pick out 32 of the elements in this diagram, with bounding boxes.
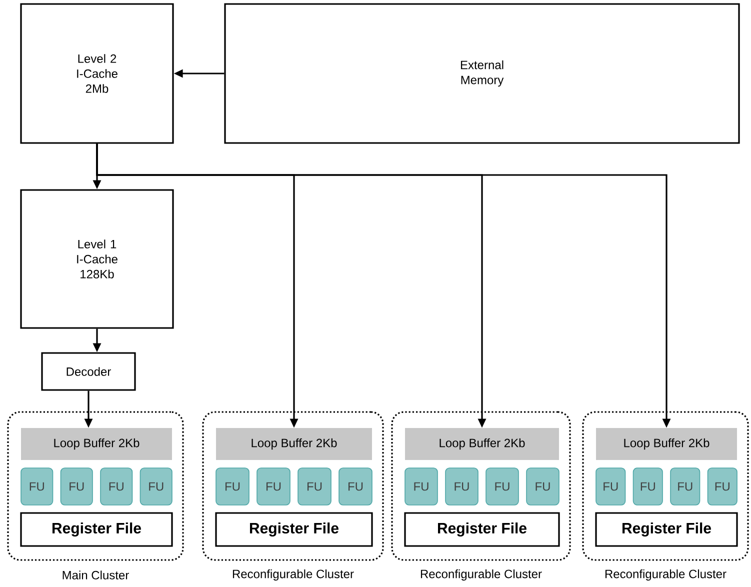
functional-unit: FU <box>632 468 663 506</box>
functional-unit: FU <box>445 468 478 506</box>
functional-unit: FU <box>298 468 332 506</box>
cluster-label: Main Cluster <box>62 570 129 580</box>
register-file: Register File <box>20 512 173 547</box>
functional-unit: FU <box>404 468 438 506</box>
register-file: Register File <box>404 512 560 547</box>
block-box: Decoder <box>41 352 136 391</box>
cluster-label: Reconfigurable Cluster <box>420 569 542 581</box>
functional-unit: FU <box>216 468 250 506</box>
functional-unit: FU <box>670 468 700 506</box>
functional-unit: FU <box>596 468 626 506</box>
functional-unit: FU <box>526 468 560 506</box>
loop-buffer: Loop Buffer 2Kb <box>216 428 372 460</box>
functional-unit: FU <box>338 468 372 506</box>
block-box: Level 1 I-Cache 128Kb <box>20 189 174 329</box>
cluster-label: Reconfigurable Cluster <box>605 569 726 581</box>
functional-unit: FU <box>100 468 133 506</box>
functional-unit: FU <box>20 468 54 506</box>
loop-buffer: Loop Buffer 2Kb <box>596 428 737 460</box>
loop-buffer: Loop Buffer 2Kb <box>21 428 172 460</box>
functional-unit: FU <box>707 468 738 506</box>
functional-unit: FU <box>486 468 519 506</box>
block-box: External Memory <box>224 3 740 144</box>
loop-buffer: Loop Buffer 2Kb <box>405 428 559 460</box>
register-file: Register File <box>595 512 738 547</box>
functional-unit: FU <box>60 468 93 506</box>
functional-unit: FU <box>256 468 290 506</box>
block-box: Level 2 I-Cache 2Mb <box>20 3 174 144</box>
cluster-label: Reconfigurable Cluster <box>232 569 354 581</box>
functional-unit: FU <box>140 468 172 506</box>
register-file: Register File <box>215 512 373 547</box>
